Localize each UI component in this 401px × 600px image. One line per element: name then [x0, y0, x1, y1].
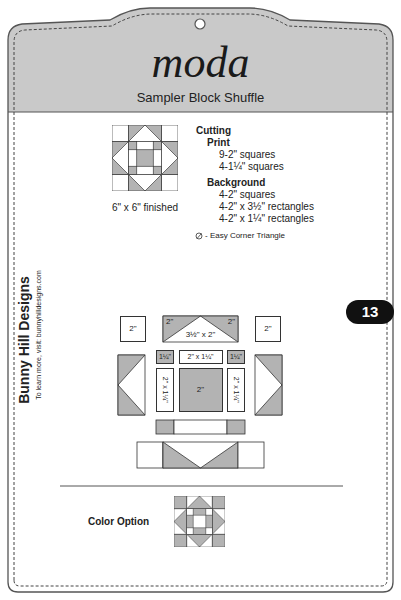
- card-outline: [8, 8, 393, 592]
- fabric-heading: Background: [207, 177, 265, 189]
- fabric-heading: Print: [207, 137, 230, 149]
- easy-corner-symbol: [196, 233, 202, 239]
- piece-label: 2": [228, 318, 235, 327]
- print-center-square: 2": [179, 368, 223, 412]
- print-small-square: 1¼": [156, 350, 174, 364]
- flying-geese-piece: 2" 2" 3½" x 2": [163, 316, 238, 342]
- piece-label: 13: [362, 304, 379, 321]
- print-small-square: 1¼": [227, 350, 245, 364]
- piece-label: 2": [197, 386, 204, 395]
- logo-text: moda: [152, 39, 250, 87]
- piece-label: 2" x 1¼": [232, 377, 240, 403]
- brand-name: Bunny Hill Designs: [16, 276, 32, 404]
- assembly-pieces: [118, 316, 282, 468]
- header-band: modaSampler Block Shuffle: [60, 34, 341, 110]
- separator-line: [60, 486, 343, 487]
- block-illustration: [112, 125, 178, 191]
- piece-label: 1¼": [230, 353, 242, 361]
- website-note: To learn more, visit: bunnyhilldesigns.c…: [35, 270, 43, 400]
- color-option-block: [174, 496, 225, 547]
- background-square: 2": [120, 316, 146, 342]
- piece-label: 2" x 1¼": [161, 377, 169, 403]
- background-rectangle: 2" x 1¼": [156, 368, 174, 412]
- piece-label: 2" x 1¼": [188, 353, 214, 361]
- section-heading: Cutting: [196, 125, 231, 137]
- background-rectangle: 2" x 1¼": [227, 368, 245, 412]
- piece-label: 1¼": [159, 353, 171, 361]
- piece-label: 3½" x 2": [186, 331, 216, 340]
- symbol-note: - Easy Corner Triangle: [205, 231, 285, 240]
- piece-label: 2": [129, 325, 136, 334]
- piece-label: 2": [264, 325, 271, 334]
- cutting-item: 4-2" squares: [219, 189, 275, 201]
- color-option-label: Color Option: [88, 516, 149, 528]
- cutting-item: 4-2" x 3½" rectangles: [219, 201, 314, 213]
- cutting-item: 4-2" x 1¼" rectangles: [219, 213, 314, 225]
- cutting-item: 9-2" squares: [219, 149, 275, 161]
- background-rectangle: 2" x 1¼": [179, 350, 223, 364]
- piece-label: 2": [166, 318, 173, 327]
- page-number-badge: 13: [346, 300, 394, 324]
- background-square: 2": [255, 316, 281, 342]
- header-title: Sampler Block Shuffle: [137, 91, 265, 105]
- finished-size: 6" x 6" finished: [112, 202, 178, 214]
- cutting-item: 4-1¼" squares: [219, 161, 284, 173]
